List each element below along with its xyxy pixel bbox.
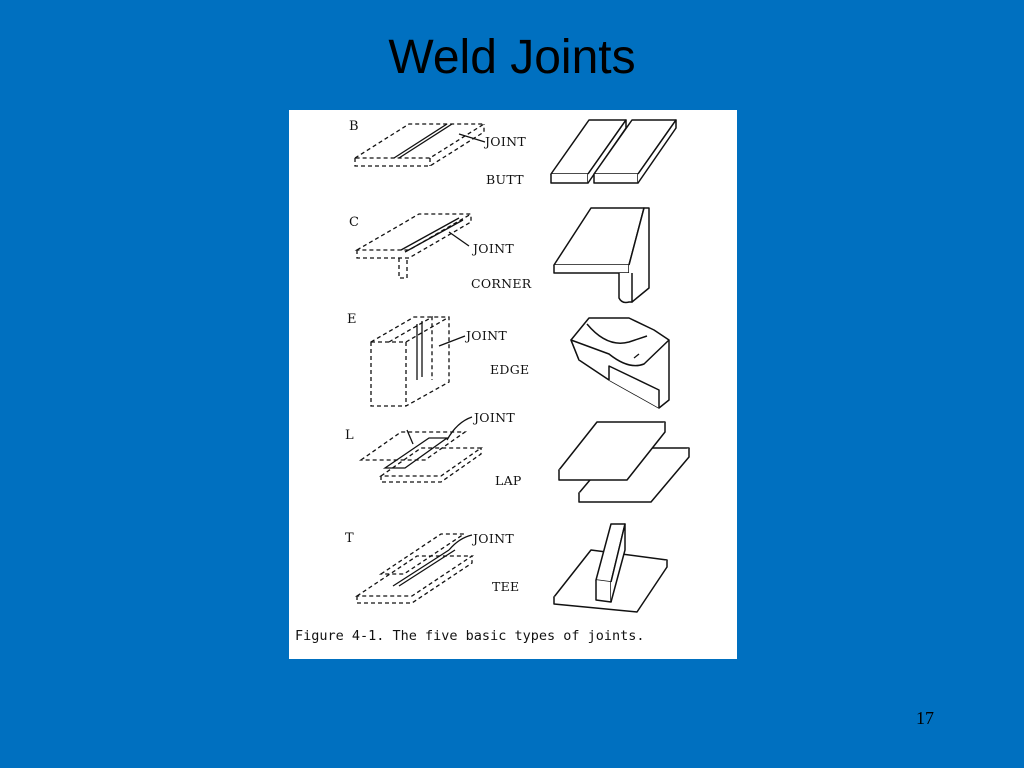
corner-joint-solid [553, 207, 650, 304]
lap-joint-solid [558, 421, 690, 503]
tee-joint-solid [553, 523, 668, 613]
lap-callout: JOINT [472, 410, 515, 425]
corner-joint-diagram: C JOINT CORNER [349, 213, 532, 291]
slide-title: Weld Joints [388, 31, 636, 84]
joints-illustration: B JOINT BUTT C JOINT CORNER [345, 119, 690, 613]
edge-callout: JOINT [464, 328, 507, 343]
tee-name: TEE [492, 579, 520, 594]
butt-callout: JOINT [483, 134, 526, 149]
butt-name: BUTT [486, 172, 524, 187]
lap-letter: L [345, 428, 354, 443]
tee-joint-diagram: T JOINT TEE [345, 531, 520, 604]
edge-letter: E [347, 312, 357, 327]
tee-callout: JOINT [471, 531, 514, 546]
butt-letter: B [349, 119, 359, 134]
tee-letter: T [345, 531, 354, 546]
corner-letter: C [349, 215, 359, 230]
weld-joints-figure: B JOINT BUTT C JOINT CORNER [289, 110, 737, 659]
lap-joint-diagram: L JOINT LAP [345, 410, 522, 488]
edge-joint-solid [570, 317, 670, 409]
edge-name: EDGE [490, 362, 529, 377]
corner-name: CORNER [471, 276, 532, 291]
corner-callout: JOINT [471, 241, 514, 256]
edge-joint-diagram: E JOINT EDGE [347, 312, 529, 407]
slide-number: 17 [916, 708, 934, 728]
butt-joint-solid [550, 119, 677, 184]
butt-joint-diagram: B JOINT BUTT [349, 119, 526, 187]
lap-name: LAP [495, 473, 522, 488]
figure-caption: Figure 4-1. The five basic types of join… [295, 628, 645, 644]
